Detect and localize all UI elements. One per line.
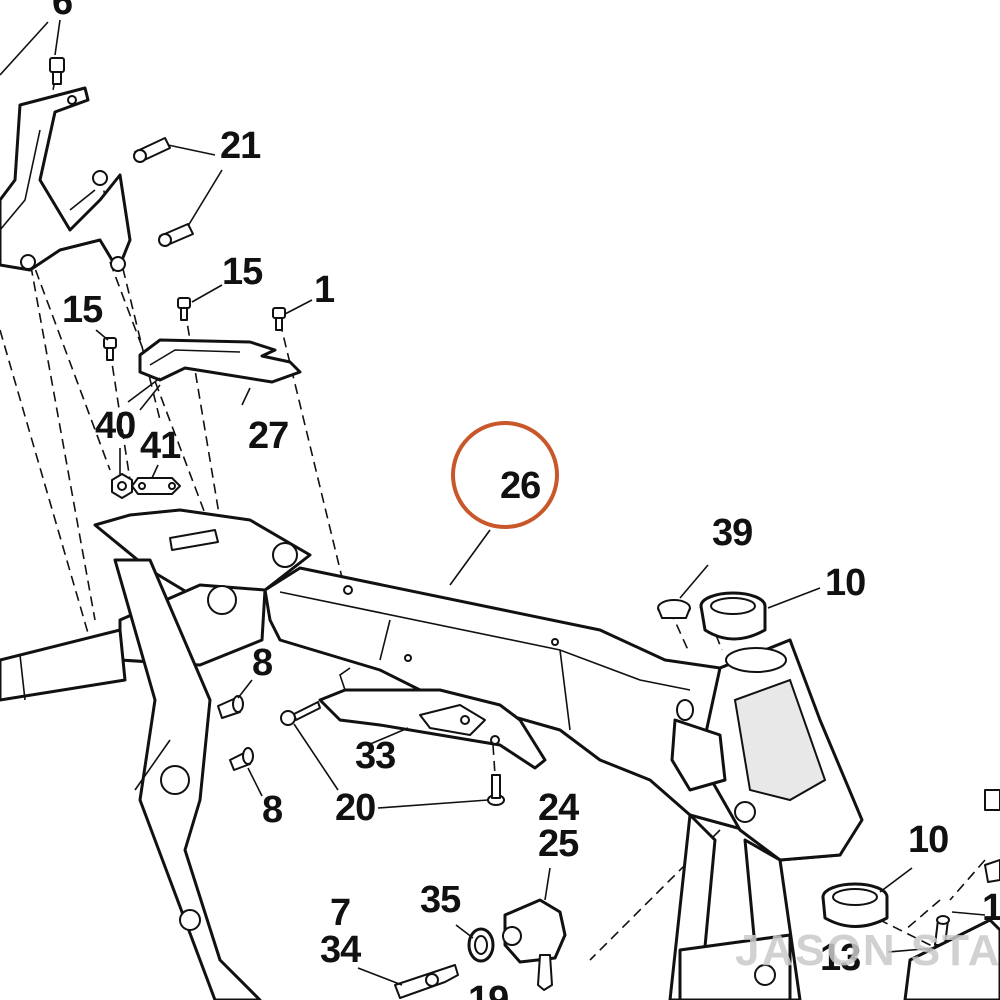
washer-35 [467, 927, 495, 963]
callout-13: 13 [820, 937, 860, 979]
callout-8-upper: 8 [252, 642, 272, 684]
callout-26: 26 [500, 465, 540, 507]
callout-40: 40 [95, 405, 135, 447]
callout-33: 33 [355, 735, 395, 777]
callout-27: 27 [248, 415, 288, 457]
upper-mount-bracket [0, 86, 132, 272]
callout-10-lower: 10 [908, 819, 948, 861]
bearing-cup-10-lower [821, 882, 889, 928]
key-7-34 [394, 964, 459, 999]
screw-8-lower [229, 747, 254, 771]
callout-1: 1 [314, 269, 335, 311]
screw-8-upper [217, 695, 244, 719]
main-frame-26 [263, 566, 864, 1000]
bushing-icon [110, 256, 126, 272]
callout-41: 41 [140, 425, 181, 467]
stud-21-upper [133, 137, 171, 163]
nut-40 [111, 473, 133, 499]
callout-8-lower: 8 [262, 789, 282, 831]
leader-lines [0, 19, 986, 986]
callout-labels: 6 21 15 1 15 40 41 27 26 39 10 8 8 33 20… [52, 0, 1000, 1000]
callout-24: 24 [538, 787, 579, 829]
screw-20-left [280, 701, 321, 726]
rear-frame-casting [0, 508, 312, 1000]
callout-15-upper: 15 [222, 251, 263, 293]
mount-plate-33 [318, 667, 547, 770]
bushing-icon [92, 170, 108, 186]
watermark-text: JASON STAPLE [735, 926, 1000, 975]
callout-35: 35 [420, 879, 461, 921]
bolt-hole-icon [67, 95, 77, 105]
screw-20-bottom [487, 774, 505, 806]
callout-10-upper: 10 [825, 562, 865, 604]
callout-34: 34 [320, 929, 361, 971]
bearing-cup-10-upper [699, 591, 767, 641]
bushing-icon [20, 254, 36, 270]
plug-39 [657, 599, 691, 619]
callout-1-right: 1 [982, 887, 1000, 929]
screw-1 [272, 307, 286, 331]
stud-21-lower [158, 223, 194, 247]
callout-19: 19 [468, 979, 508, 1000]
link-41 [131, 477, 181, 495]
right-edge-assembly [903, 789, 1000, 1000]
bracket-27 [127, 338, 302, 411]
switch-housing-24-25 [502, 898, 567, 991]
callout-21: 21 [220, 125, 261, 167]
callout-15-lower: 15 [62, 289, 103, 331]
screw-15-lower [103, 337, 117, 361]
callout-20: 20 [335, 787, 375, 829]
bolt-6 [49, 57, 65, 85]
screw-15-upper [177, 297, 191, 321]
callout-6: 6 [52, 0, 72, 23]
callout-7: 7 [330, 892, 350, 934]
highlight-circle [451, 421, 559, 529]
callout-25: 25 [538, 823, 579, 865]
callout-39: 39 [712, 512, 752, 554]
